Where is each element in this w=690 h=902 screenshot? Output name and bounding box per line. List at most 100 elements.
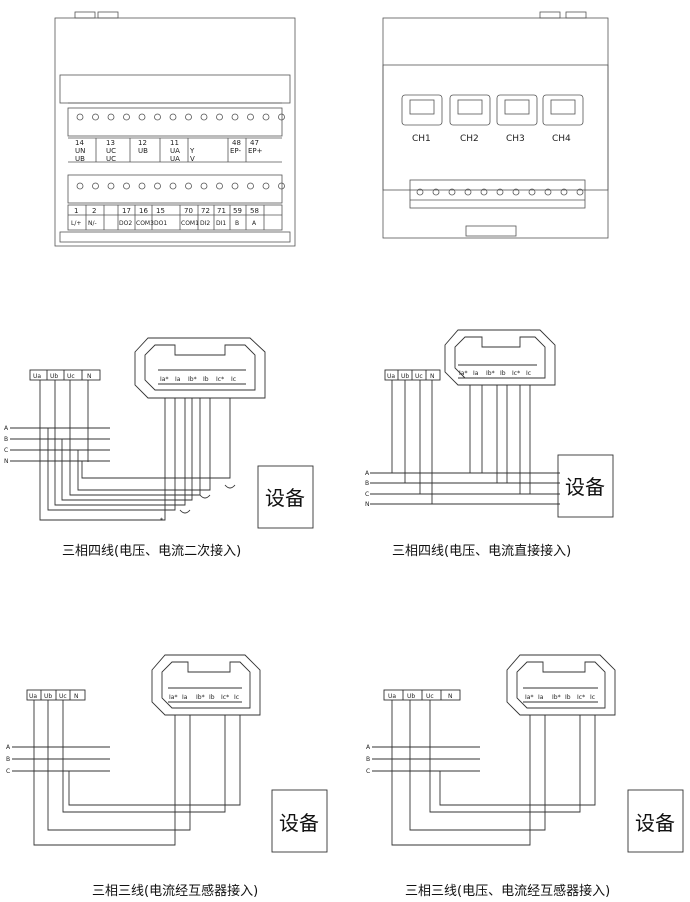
terminal-screw bbox=[448, 188, 456, 196]
terminal-screw bbox=[231, 182, 239, 190]
term-uc-2: Uc bbox=[415, 373, 423, 380]
term-ic-2: Ic bbox=[526, 370, 531, 377]
term-ia-star-4: Ia* bbox=[525, 694, 533, 701]
term-label-do1: DO1 bbox=[154, 220, 167, 227]
terminal-panel-right bbox=[382, 11, 609, 239]
terminal-screw bbox=[560, 188, 568, 196]
terminal-screw bbox=[512, 188, 520, 196]
term-ib-2: Ib bbox=[500, 370, 506, 377]
term-ia-3: Ia bbox=[182, 694, 188, 701]
term-num-72: 72 bbox=[201, 207, 210, 215]
term-num-14: 14 bbox=[75, 139, 84, 147]
term-ib: Ib bbox=[203, 376, 209, 383]
phase-a-label-3: A bbox=[6, 744, 11, 751]
term-label-un: UN bbox=[75, 147, 85, 155]
term-num-2: 2 bbox=[92, 207, 96, 215]
term-ib-star-3: Ib* bbox=[196, 694, 205, 701]
term-ic: Ic bbox=[231, 376, 236, 383]
term-label-ep-plus: EP+ bbox=[248, 147, 263, 155]
ch1-port[interactable] bbox=[401, 94, 443, 126]
terminal-screw bbox=[576, 188, 584, 196]
term-ub-4: Ub bbox=[407, 693, 415, 700]
term-ua-2: Ua bbox=[387, 373, 395, 380]
phase-n-label-2: N bbox=[365, 501, 370, 508]
term-ib-star: Ib* bbox=[188, 376, 197, 383]
ch3-label: CH3 bbox=[506, 134, 525, 144]
terminal-screw bbox=[76, 113, 84, 121]
term-label-ub: UB bbox=[138, 147, 148, 155]
term-num-47: 47 bbox=[250, 139, 259, 147]
terminal-screw bbox=[169, 182, 177, 190]
terminal-panel-left-labels: 14 13 12 11 48 47 UN UC UB UA EP- EP+ UB… bbox=[71, 139, 263, 227]
term-num-11: 11 bbox=[170, 139, 179, 147]
caption-diagram-2: 三相四线(电压、电流直接接入) bbox=[392, 543, 571, 559]
term-ic-star: Ic* bbox=[216, 376, 224, 383]
ch2-label: CH2 bbox=[460, 134, 479, 144]
term-num-71: 71 bbox=[217, 207, 226, 215]
terminal-screw bbox=[278, 182, 285, 190]
terminal-screw bbox=[480, 188, 488, 196]
phase-b-label-4: B bbox=[366, 756, 370, 763]
terminal-screw bbox=[262, 113, 270, 121]
top-terminal-screws bbox=[76, 113, 285, 121]
device-label-3: 设备 bbox=[279, 811, 319, 835]
phase-b-label: B bbox=[4, 436, 8, 443]
term-ib-4: Ib bbox=[565, 694, 571, 701]
terminal-screw bbox=[92, 182, 99, 190]
bottom-terminal-screws bbox=[76, 182, 285, 190]
caption-diagram-3: 三相三线(电流经互感器接入) bbox=[92, 883, 258, 899]
ch4-port[interactable] bbox=[542, 94, 584, 126]
term-n-3: N bbox=[74, 693, 79, 700]
phase-c-label-4: C bbox=[366, 768, 370, 775]
device-label-4: 设备 bbox=[635, 811, 675, 835]
device-label-2: 设备 bbox=[565, 475, 605, 499]
terminal-screw bbox=[496, 188, 504, 196]
term-ic-star-2: Ic* bbox=[512, 370, 520, 377]
term-ia-4: Ia bbox=[538, 694, 544, 701]
terminal-screw bbox=[154, 113, 161, 121]
term-ua-4: Ua bbox=[388, 693, 396, 700]
term-ic-star-3: Ic* bbox=[221, 694, 229, 701]
phase-a-label-2: A bbox=[365, 470, 370, 477]
phase-c-label: C bbox=[4, 447, 8, 454]
term-num-1: 1 bbox=[74, 207, 78, 215]
terminal-screw bbox=[216, 182, 223, 190]
term-uc: Uc bbox=[67, 373, 75, 380]
terminal-screw bbox=[231, 113, 239, 121]
terminal-screw bbox=[200, 113, 208, 121]
ch1-label: CH1 bbox=[412, 134, 431, 144]
term-label-y: Y bbox=[189, 147, 195, 155]
terminal-screw bbox=[123, 113, 130, 121]
diagram-1-three-phase-four-wire-secondary: 设备 A B C N Ua Ub Uc N Ia* Ia Ib* Ib Ic* … bbox=[4, 337, 314, 559]
term-label-uc-2: UC bbox=[106, 155, 116, 163]
term-ub: Ub bbox=[50, 373, 58, 380]
term-ib-3: Ib bbox=[209, 694, 215, 701]
term-n: N bbox=[87, 373, 92, 380]
term-label-do2: DO2 bbox=[119, 220, 132, 227]
term-label-ep-minus: EP- bbox=[230, 147, 241, 155]
term-uc-3: Uc bbox=[59, 693, 67, 700]
term-ua: Ua bbox=[33, 373, 41, 380]
terminal-screw bbox=[247, 113, 254, 121]
phase-a-label-4: A bbox=[366, 744, 371, 751]
terminal-screw bbox=[123, 182, 130, 190]
phase-b-label-3: B bbox=[6, 756, 10, 763]
term-num-59: 59 bbox=[233, 207, 242, 215]
term-n-2: N bbox=[430, 373, 435, 380]
right-panel-terminal-screws bbox=[416, 188, 584, 196]
term-label-n-minus: N/- bbox=[88, 220, 97, 227]
ch3-port[interactable] bbox=[496, 94, 538, 126]
terminal-screw bbox=[185, 113, 192, 121]
terminal-screw bbox=[416, 188, 424, 196]
caption-diagram-1: 三相四线(电压、电流二次接入) bbox=[62, 543, 241, 559]
ch2-port[interactable] bbox=[449, 94, 491, 126]
term-label-ua: UA bbox=[170, 147, 180, 155]
terminal-screw bbox=[138, 113, 146, 121]
diagram-3-three-phase-three-wire-ct: 设备 A B C Ua Ub Uc N Ia* Ia Ib* Ib Ic* Ic… bbox=[6, 654, 328, 899]
phase-c-label-3: C bbox=[6, 768, 10, 775]
terminal-screw bbox=[138, 182, 146, 190]
term-num-13: 13 bbox=[106, 139, 115, 147]
term-ia-2: Ia bbox=[473, 370, 479, 377]
terminal-screw bbox=[92, 113, 99, 121]
phase-a-label: A bbox=[4, 425, 9, 432]
